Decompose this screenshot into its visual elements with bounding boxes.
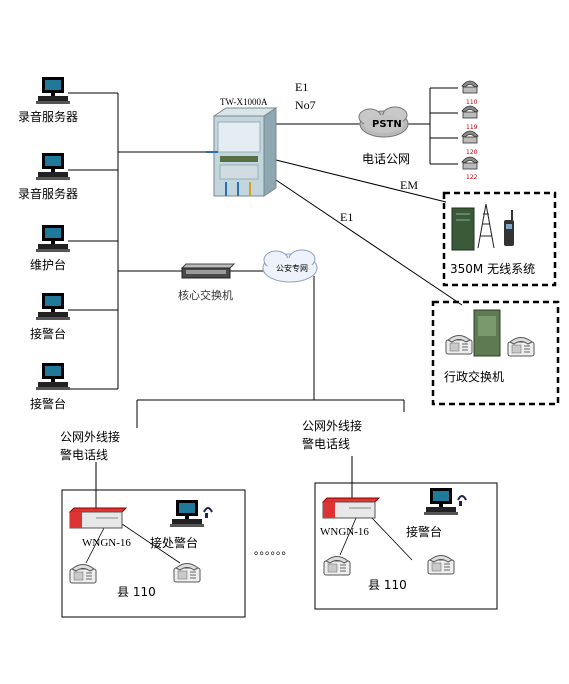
police-net-label: 公安专网 [276, 264, 308, 273]
county-link-label: 公网外线接 [302, 419, 363, 433]
county-device-label: WNGN-16 [82, 537, 131, 549]
wireless-label: 350M 无线系统 [450, 262, 536, 276]
county-box-1 [61, 489, 246, 618]
core-switch-label: TW-X1000A [220, 97, 268, 107]
pc-icon [36, 153, 70, 180]
phone-icon [427, 555, 455, 575]
county-device-label: WNGN-16 [320, 526, 369, 538]
trunk-label-e1: E1 [295, 80, 309, 94]
admin-switch-cabinet [473, 309, 501, 357]
pc-icon [36, 363, 70, 390]
phone-icon [445, 335, 473, 355]
station-label: 录音服务器 [18, 110, 79, 124]
trunk-label-e1: E1 [340, 210, 354, 224]
pc-icon [424, 488, 458, 515]
phone-number: 120 [466, 149, 478, 156]
trunk-label-em: EM [400, 178, 418, 192]
phone-number: 119 [466, 124, 478, 131]
phone-icon [507, 337, 535, 357]
county-link-label: 公网外线接 [60, 430, 121, 444]
phone-icon [173, 563, 201, 583]
left-bus [68, 92, 268, 390]
headset-icon [203, 507, 213, 518]
county-link-label: 警电话线 [302, 437, 351, 451]
pstn-label: 电话公网 [362, 152, 411, 166]
station-label: 接警台 [30, 327, 67, 341]
phone-number: 122 [466, 174, 478, 181]
phone-icon [69, 564, 97, 584]
pstn-cloud-icon [358, 106, 409, 138]
wireless-box [442, 191, 557, 287]
county-lines [95, 276, 405, 508]
trunk-label-no7: No7 [295, 98, 316, 112]
station-label: 录音服务器 [18, 187, 79, 201]
county-desk-label: 接警台 [406, 525, 443, 539]
county-link-label: 警电话线 [60, 448, 109, 462]
county-box-2 [314, 482, 498, 610]
core-switch-cabinet [206, 107, 278, 197]
handheld-radio-icon [504, 210, 514, 246]
admin-switch-label: 行政交换机 [444, 370, 505, 384]
telephone-icon [461, 80, 479, 94]
police-net-cloud-icon [262, 249, 318, 283]
headset-icon [457, 495, 467, 506]
core-exchange-device [180, 263, 236, 279]
admin-switch-box [431, 300, 560, 406]
wngn-device-1 [68, 507, 128, 529]
pc-icon [170, 500, 204, 527]
wngn-device-2 [321, 497, 381, 519]
pstn-cloud-label: PSTN [372, 119, 402, 130]
station-label: 维护台 [30, 258, 67, 272]
county-name-label: 县 110 [368, 578, 407, 592]
core-exchange-label: 核心交换机 [178, 289, 233, 302]
radio-tower-icon [477, 203, 495, 249]
ellipsis-text: 。。。。。。 [254, 544, 293, 557]
pc-icon [36, 77, 70, 104]
pc-icon [36, 225, 70, 252]
county-name-label: 县 110 [117, 585, 156, 599]
phone-icon [323, 556, 351, 576]
phone-number: 110 [466, 99, 478, 106]
pc-icon [36, 293, 70, 320]
station-label: 接警台 [30, 397, 67, 411]
county-desk-label: 接处警台 [150, 536, 199, 550]
radio-base-station-icon [451, 207, 475, 251]
